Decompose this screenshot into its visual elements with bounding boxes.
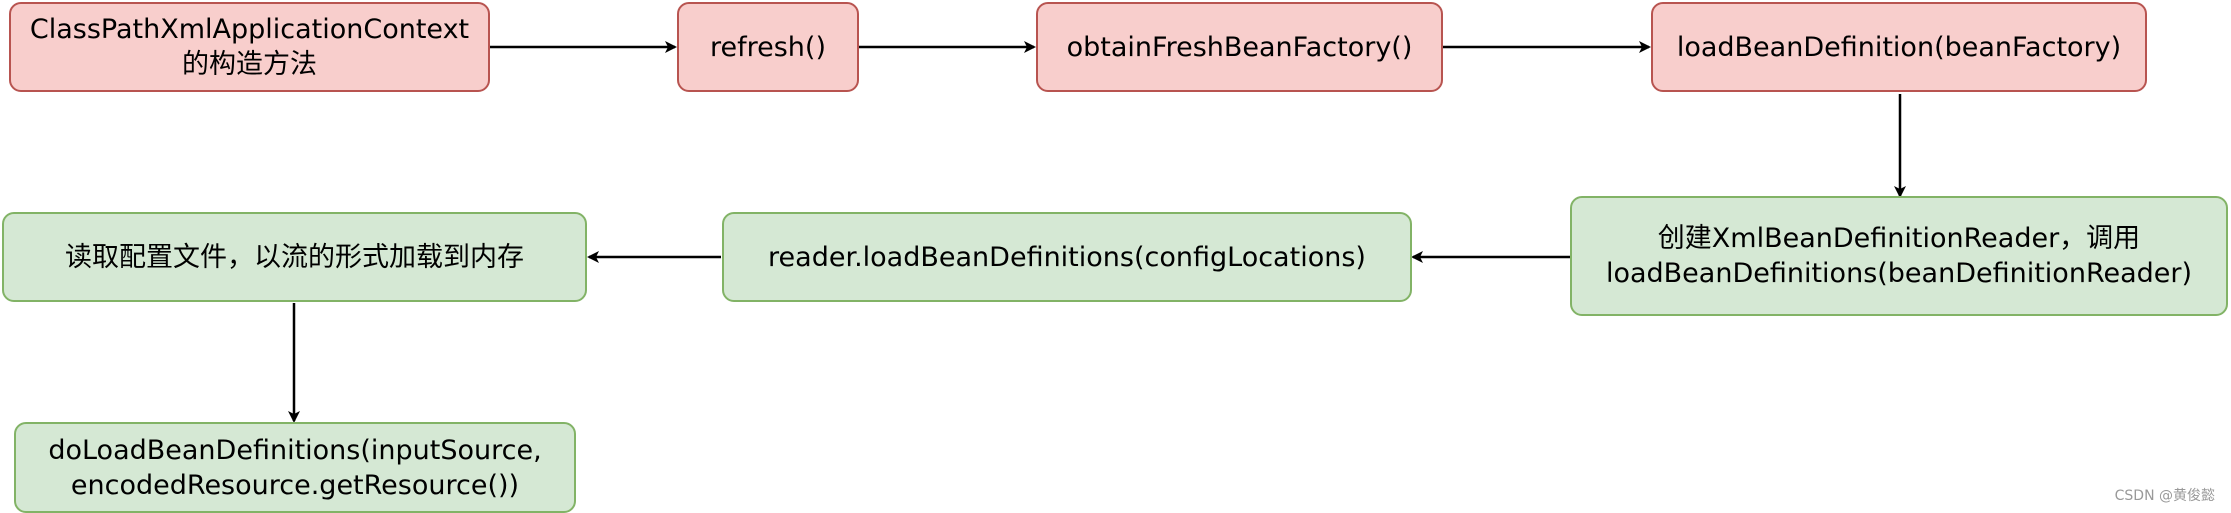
node-label: obtainFreshBeanFactory() <box>1066 31 1413 63</box>
node-label: refresh() <box>710 31 826 63</box>
node-label: loadBeanDefinition(beanFactory) <box>1676 31 2122 63</box>
node-reader-load-bean-definitions: reader.loadBeanDefinitions(configLocatio… <box>722 212 1412 302</box>
node-label: 读取配置文件，以流的形式加载到内存 <box>65 241 524 273</box>
node-read-config-file: 读取配置文件，以流的形式加载到内存 <box>2 212 587 302</box>
node-label: 创建XmlBeanDefinitionReader，调用 loadBeanDef… <box>1605 223 2193 289</box>
node-refresh: refresh() <box>677 2 859 92</box>
node-load-bean-definition: loadBeanDefinition(beanFactory) <box>1651 2 2147 92</box>
node-label: reader.loadBeanDefinitions(configLocatio… <box>768 241 1366 273</box>
node-label: doLoadBeanDefinitions(inputSource, encod… <box>48 434 542 501</box>
node-label: ClassPathXmlApplicationContext 的构造方法 <box>29 14 470 80</box>
node-obtain-fresh-bean-factory: obtainFreshBeanFactory() <box>1036 2 1443 92</box>
node-create-xml-bean-definition-reader: 创建XmlBeanDefinitionReader，调用 loadBeanDef… <box>1570 196 2228 316</box>
watermark: CSDN @黄俊懿 <box>2114 488 2215 504</box>
node-classpath-xml-application-context: ClassPathXmlApplicationContext 的构造方法 <box>9 2 490 92</box>
node-do-load-bean-definitions: doLoadBeanDefinitions(inputSource, encod… <box>14 422 576 513</box>
